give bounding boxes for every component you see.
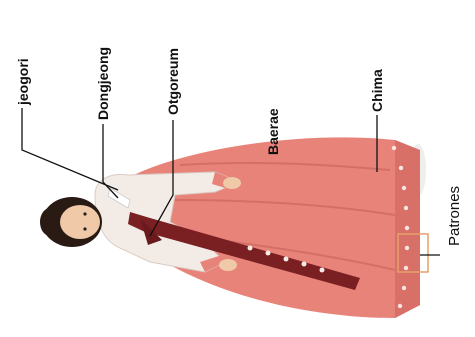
label-patrones: Patrones [447,186,463,246]
hand [223,177,241,189]
label-otgoreum: Otgoreum [165,48,181,115]
eye [83,227,86,230]
face [60,205,100,239]
label-jeogori: jeogori [15,58,31,105]
hand [219,259,237,271]
label-dongjeong: Dongjeong [95,47,111,120]
hair-bun [40,208,60,236]
eye [83,212,86,215]
label-baerae: Baerae [265,108,281,155]
label-chima: Chima [369,69,385,112]
